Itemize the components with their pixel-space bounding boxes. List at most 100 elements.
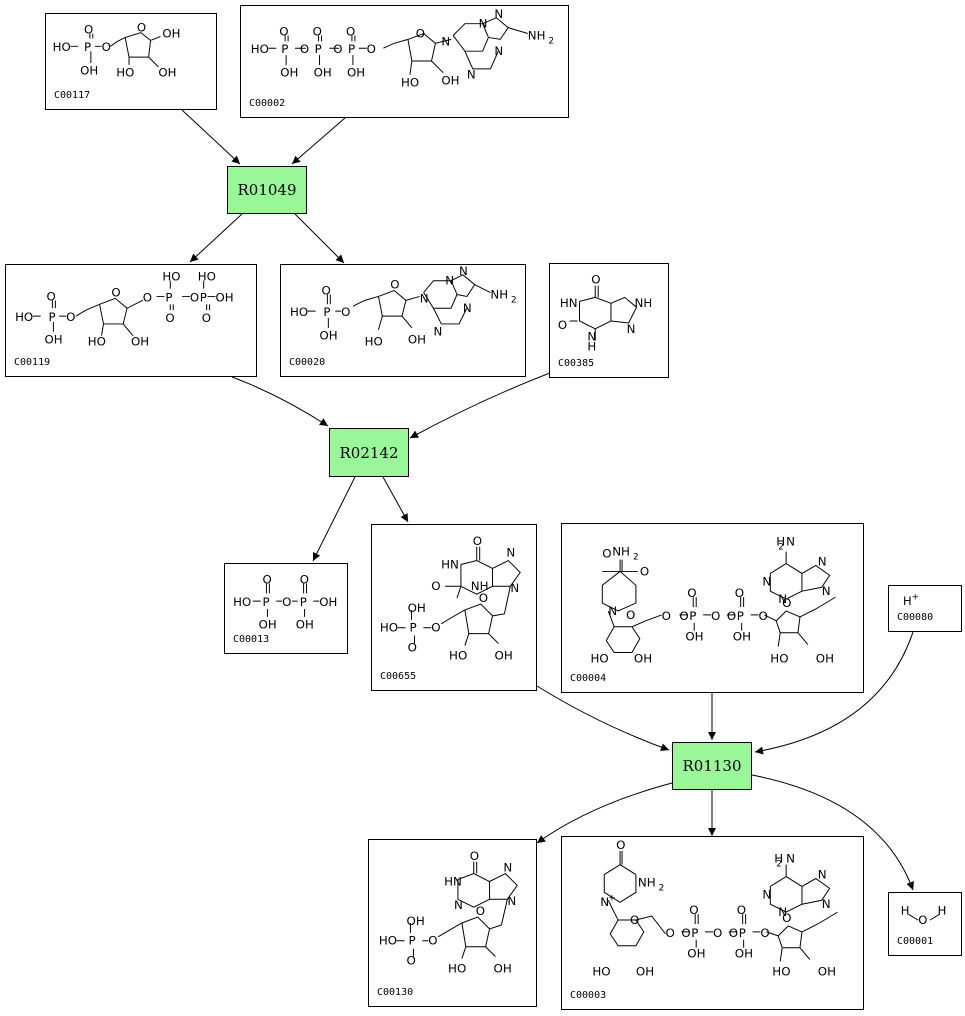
svg-text:O: O [300,573,309,587]
svg-text:OH: OH [45,333,63,347]
compound-c00119[interactable]: O HO P O OH O O P O P OH HO HO O O HO OH… [5,264,257,377]
compound-c00385[interactable]: O HN NH O N H N C00385 [549,263,669,378]
svg-text:O: O [47,289,56,303]
svg-text:2: 2 [511,295,517,305]
svg-text:HO: HO [162,270,180,284]
svg-text:P: P [410,621,417,635]
svg-text:O: O [111,285,120,299]
compound-c00001[interactable]: H O H C00001 [888,892,962,956]
svg-text:HN: HN [560,296,578,310]
svg-text:OH: OH [818,964,836,978]
svg-text:OH: OH [685,630,703,644]
svg-text:N: N [510,581,519,595]
svg-text:OH: OH [162,27,180,41]
edge-c00002-r01049 [291,117,346,165]
svg-text:P: P [739,926,746,940]
svg-text:O: O [689,903,698,917]
svg-text:OH: OH [131,335,149,349]
svg-text:OH: OH [735,947,753,961]
svg-text:HO: HO [88,335,106,349]
compound-c00020[interactable]: O HO P O OH O N N N N N NH 2 HO OH C0002… [280,264,526,377]
reaction-r01049[interactable]: R01049 [227,166,307,214]
svg-text:N: N [762,574,771,588]
compound-c00003[interactable]: O NH 2 N + O O O P O O P O O O OH OH HO … [561,836,864,1010]
reaction-r02142[interactable]: R02142 [329,428,409,477]
svg-text:O: O [137,21,146,35]
svg-text:N: N [822,897,831,911]
proton-label: H [903,594,912,608]
svg-text:O: O [782,911,791,925]
svg-text:N: N [600,895,609,909]
svg-text:OH: OH [733,630,751,644]
compound-c00013[interactable]: O O HO P O P OH OH OH C00013 [224,563,348,654]
svg-text:N: N [445,274,454,288]
svg-text:O: O [602,547,611,561]
svg-text:OH: OH [816,651,834,665]
compound-c00004[interactable]: NH 2 O O N O O O P O O P O O O OH OH HO … [561,523,864,693]
svg-text:+: + [608,893,615,903]
svg-text:H: H [587,339,596,353]
compound-id: C00003 [570,990,607,1001]
compound-id: C00002 [249,98,286,109]
svg-text:OH: OH [319,595,337,609]
svg-text:N: N [479,17,488,31]
svg-text:N: N [587,330,596,344]
svg-text:OH: OH [80,64,98,78]
svg-text:O: O [662,609,671,623]
svg-text:O: O [558,318,567,332]
svg-text:HO: HO [53,40,71,54]
svg-text:N: N [494,44,503,58]
svg-text:OH: OH [634,651,652,665]
svg-text:O: O [202,311,211,325]
svg-text:O: O [473,534,482,548]
svg-text:O: O [263,573,272,587]
svg-text:OH: OH [408,333,426,347]
svg-text:2: 2 [778,543,784,553]
svg-text:O: O [282,595,291,609]
svg-text:NH: NH [612,545,630,559]
svg-text:O: O [428,934,437,948]
svg-text:O: O [591,273,600,287]
svg-text:O: O [66,310,75,324]
reaction-r01130[interactable]: R01130 [672,742,752,790]
svg-text:N: N [467,68,476,82]
svg-text:NH: NH [638,875,656,889]
svg-text:O: O [84,23,93,37]
compound-id: C00001 [897,936,934,947]
svg-text:OH: OH [259,618,277,632]
svg-text:N: N [786,852,795,866]
svg-text:OH: OH [441,74,459,88]
svg-text:O: O [737,903,746,917]
svg-text:N: N [463,301,472,315]
compound-c00130[interactable]: O HN N N N OH HO P O O O HO OH C00130 [368,839,537,1007]
svg-text:N: N [503,861,512,875]
svg-text:O: O [313,24,322,38]
svg-text:N: N [459,265,468,278]
svg-text:OH: OH [408,601,426,615]
svg-text:O: O [727,609,736,623]
svg-text:O: O [321,283,330,297]
compound-c00002[interactable]: O O O HO P O P O P O OH OH OH O N HO OH … [240,5,569,118]
svg-text:P: P [315,42,322,56]
svg-text:OH: OH [158,66,176,80]
svg-text:OH: OH [687,947,705,961]
svg-text:2: 2 [548,36,554,46]
structure-nadh: NH 2 O O N O O O P O O P O O O OH OH HO … [590,535,836,665]
svg-text:O: O [470,849,479,863]
structure-imp: O HN N N N OH HO P O O O HO OH [379,849,518,975]
structure-ribose-5-phosphate: O HO P O OH O OH HO OH [53,21,181,80]
svg-text:2: 2 [659,883,665,893]
svg-text:P: P [165,290,172,304]
compound-id: C00119 [14,357,51,368]
svg-text:O: O [300,42,309,56]
svg-text:O: O [143,290,152,304]
svg-text:O: O [729,926,738,940]
compound-id: C00385 [558,358,595,369]
compound-c00080[interactable]: H + C00080 [888,585,962,632]
svg-text:+: + [912,592,919,602]
svg-text:O: O [407,954,416,968]
compound-c00655[interactable]: O HN N O NH N OH HO P O O O HO OH C00655 [371,524,537,691]
compound-c00117[interactable]: O HO P O OH O OH HO OH C00117 [45,13,217,110]
svg-text:NH: NH [635,296,653,310]
